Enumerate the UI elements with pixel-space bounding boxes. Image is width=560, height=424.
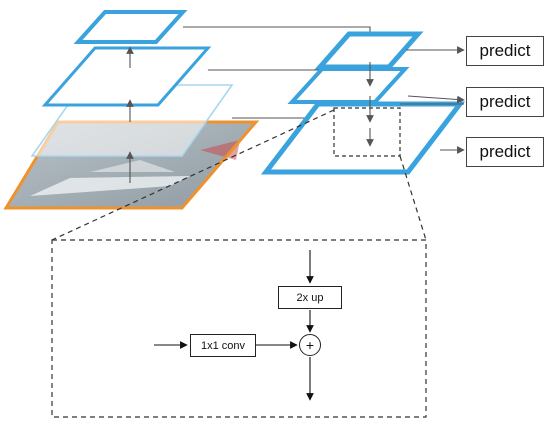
lateral-conv-box: 1x1 conv (190, 334, 256, 357)
upsample-label: 2x up (296, 291, 324, 304)
upsample-box: 2x up (278, 286, 342, 309)
predict-label-1: predict (479, 41, 531, 60)
bottom-up-level-2 (41, 46, 212, 107)
detail-highlight (333, 107, 401, 157)
top-down-level-1 (260, 101, 466, 175)
top-down-level-2 (314, 31, 424, 70)
bottom-up-level-3 (73, 10, 188, 44)
merge-add-symbol: + (305, 337, 315, 353)
predict-box-1: predict (466, 36, 544, 66)
predict-label-2: predict (479, 92, 531, 111)
predict-arrow-2a (407, 95, 465, 104)
predict-box-3: predict (466, 137, 544, 167)
zoom-line-left (51, 109, 335, 241)
detail-panel (51, 239, 427, 418)
predict-box-2: predict (466, 87, 544, 117)
top-down-level-3 (287, 67, 410, 104)
predict-label-3: predict (479, 142, 531, 161)
merge-add-node: + (299, 334, 321, 356)
lateral-conv-label: 1x1 conv (200, 339, 246, 352)
zoom-line-right (399, 155, 427, 241)
